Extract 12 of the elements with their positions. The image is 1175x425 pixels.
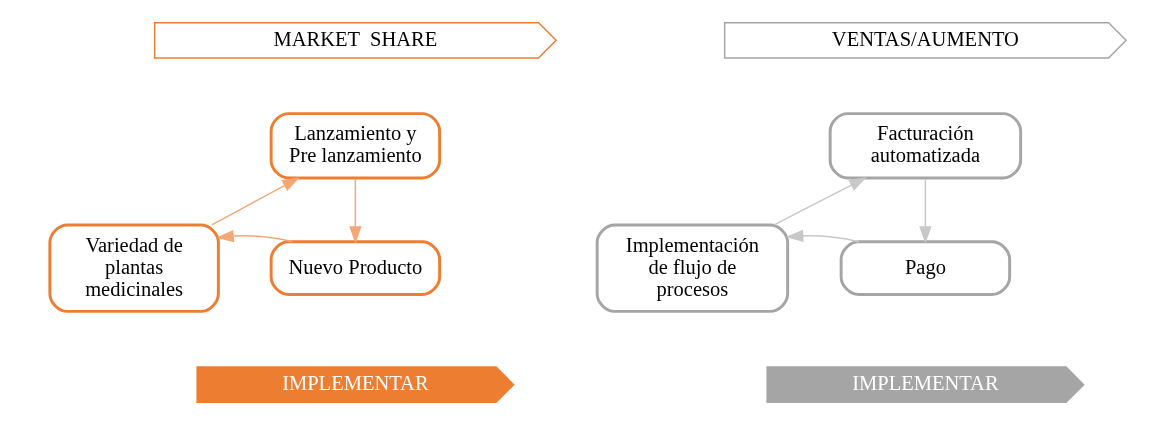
arrow	[918, 177, 932, 244]
node-box: Facturación automatizada	[828, 112, 1022, 180]
arrow	[772, 177, 867, 226]
arrow	[348, 177, 362, 244]
node-box: Nuevo Producto	[269, 240, 441, 297]
node-box: Pago	[839, 240, 1011, 297]
node-box: Variedad de plantas medicinales	[47, 223, 220, 313]
arrow	[210, 177, 300, 226]
arrow	[785, 229, 860, 243]
arrow	[215, 229, 293, 243]
node-box: Lanzamiento y Pre lanzamiento	[269, 112, 441, 180]
node-box: Implementación de flujo de procesos	[595, 223, 789, 313]
